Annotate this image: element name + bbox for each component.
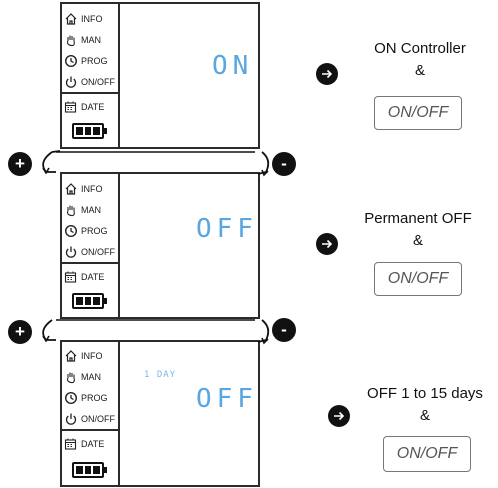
lcd-screen-off-days: INFO MAN PROG ON/OFF DATE 1 DAY OFF: [60, 340, 260, 487]
calendar-icon: [64, 101, 77, 113]
menu-item-man: MAN: [64, 201, 120, 219]
minus-button[interactable]: -: [272, 318, 296, 342]
menu-label-man: MAN: [81, 372, 101, 382]
menu-item-date: DATE: [64, 435, 120, 453]
menu-label-man: MAN: [81, 35, 101, 45]
menu-item-info: INFO: [64, 347, 120, 365]
menu-label-prog: PROG: [81, 56, 108, 66]
lcd-display: OFF: [196, 384, 258, 414]
menu-label-info: INFO: [81, 14, 103, 24]
menu-item-man: MAN: [64, 31, 120, 49]
battery-icon: [72, 462, 107, 478]
lcd-screen-on: INFO MAN PROG ON/OFF DATE ON: [60, 2, 260, 149]
battery-icon: [72, 293, 107, 309]
menu-column: INFO MAN PROG ON/OFF DATE: [62, 342, 120, 485]
menu-label-onoff: ON/OFF: [81, 247, 115, 257]
hand-icon: [66, 35, 75, 47]
menu-column: INFO MAN PROG ON/OFF DATE: [62, 4, 120, 147]
menu-label-info: INFO: [81, 184, 103, 194]
onoff-button[interactable]: ON/OFF: [374, 96, 462, 130]
menu-divider: [62, 429, 118, 431]
lcd-screen-permanent-off: INFO MAN PROG ON/OFF DATE OFF: [60, 172, 260, 319]
menu-item-man: MAN: [64, 368, 120, 386]
minus-button[interactable]: -: [272, 152, 296, 176]
state-ampersand: &: [414, 62, 425, 79]
menu-label-prog: PROG: [81, 393, 108, 403]
menu-item-date: DATE: [64, 98, 120, 116]
menu-label-date: DATE: [81, 102, 105, 112]
menu-item-onoff: ON/OFF: [64, 410, 120, 428]
power-icon: [65, 246, 77, 258]
menu-item-onoff: ON/OFF: [64, 73, 120, 91]
house-icon: [65, 13, 77, 25]
state-title: Permanent OFF: [364, 210, 472, 227]
power-icon: [65, 413, 77, 425]
menu-label-date: DATE: [81, 439, 105, 449]
menu-label-info: INFO: [81, 351, 103, 361]
state-title-permanent-off: Permanent OFF &: [348, 208, 488, 252]
state-title-on: ON Controller &: [350, 38, 490, 82]
lcd-display: OFF: [196, 214, 258, 244]
arrow-right-icon: [328, 405, 350, 427]
menu-item-info: INFO: [64, 10, 120, 28]
menu-label-date: DATE: [81, 272, 105, 282]
menu-column: INFO MAN PROG ON/OFF DATE: [62, 174, 120, 317]
state-title: OFF 1 to 15 days: [367, 385, 483, 402]
state-ampersand: &: [419, 407, 430, 424]
plus-button[interactable]: +: [8, 152, 32, 176]
menu-label-prog: PROG: [81, 226, 108, 236]
menu-item-prog: PROG: [64, 389, 120, 407]
menu-item-info: INFO: [64, 180, 120, 198]
clock-icon: [64, 224, 78, 238]
arrow-right-icon: [316, 63, 338, 85]
power-icon: [65, 76, 77, 88]
house-icon: [65, 183, 77, 195]
plus-button[interactable]: +: [8, 320, 32, 344]
menu-item-prog: PROG: [64, 52, 120, 70]
menu-divider: [62, 262, 118, 264]
arrow-right-icon: [316, 233, 338, 255]
clock-icon: [64, 54, 78, 68]
state-title: ON Controller: [374, 40, 466, 57]
menu-item-prog: PROG: [64, 222, 120, 240]
hand-icon: [66, 372, 75, 384]
house-icon: [65, 350, 77, 362]
state-title-off-days: OFF 1 to 15 days &: [354, 383, 496, 427]
lcd-display: ON: [212, 51, 254, 81]
menu-item-date: DATE: [64, 268, 120, 286]
onoff-button[interactable]: ON/OFF: [374, 262, 462, 296]
menu-label-onoff: ON/OFF: [81, 77, 115, 87]
battery-icon: [72, 123, 107, 139]
lcd-day-counter: 1 DAY: [144, 370, 177, 380]
hand-icon: [66, 205, 75, 217]
menu-label-onoff: ON/OFF: [81, 414, 115, 424]
calendar-icon: [64, 271, 77, 283]
onoff-button[interactable]: ON/OFF: [383, 436, 471, 472]
menu-label-man: MAN: [81, 205, 101, 215]
menu-item-onoff: ON/OFF: [64, 243, 120, 261]
state-ampersand: &: [412, 232, 423, 249]
menu-divider: [62, 92, 118, 94]
clock-icon: [64, 391, 78, 405]
calendar-icon: [64, 438, 77, 450]
